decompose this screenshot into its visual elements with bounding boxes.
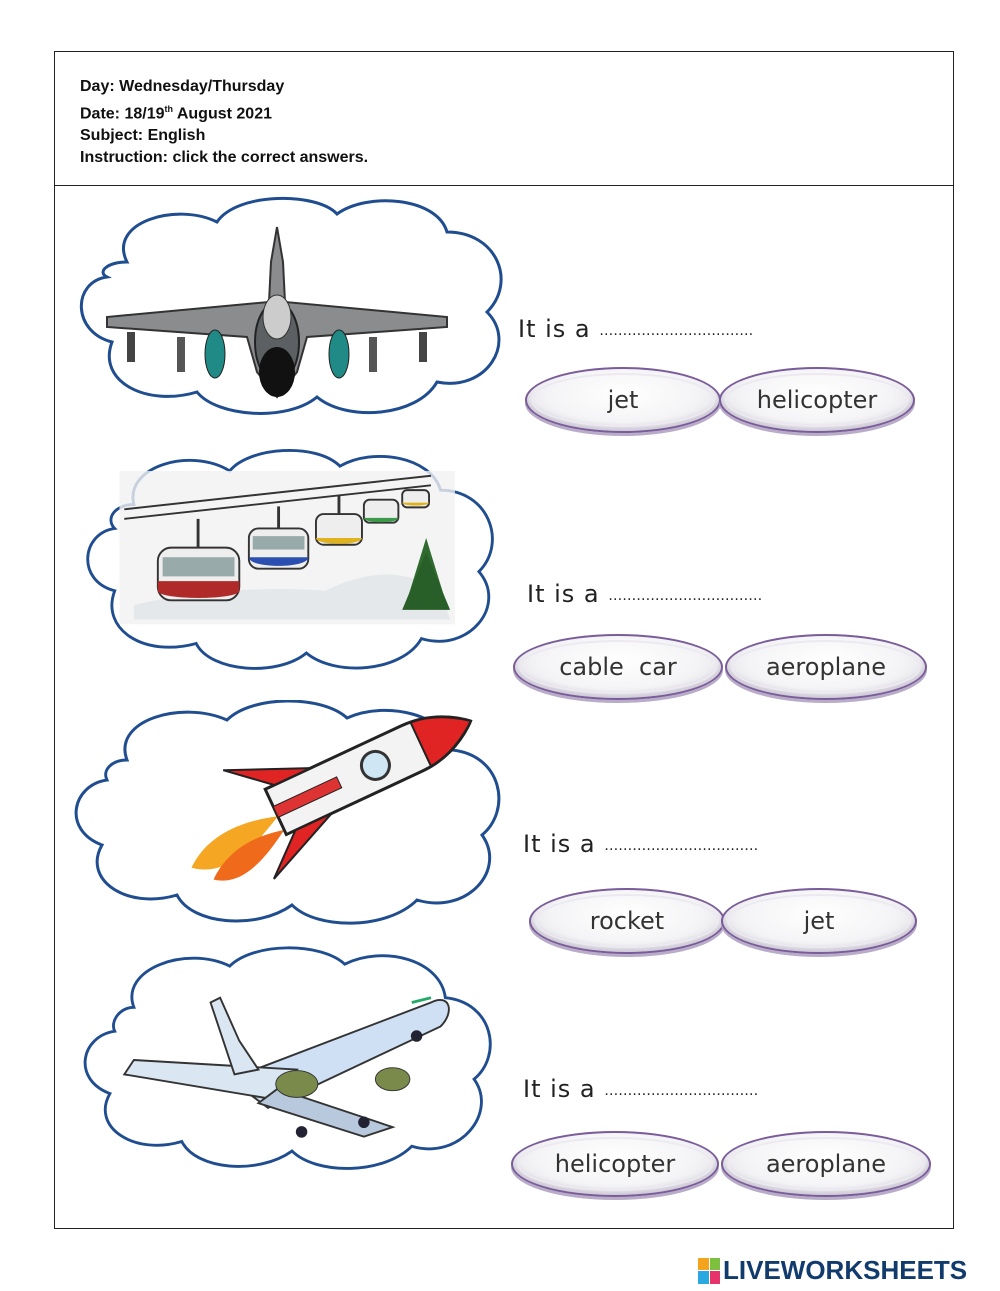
worksheet: Day: Wednesday/Thursday Date: 18/19th Au… [54, 51, 954, 1229]
option-cable-car-button[interactable]: cable car [513, 634, 723, 700]
option-rocket-button[interactable]: rocket [529, 888, 725, 954]
cloud-rocket-image [74, 700, 501, 925]
prompt-1: It is a …………………………… [518, 315, 754, 343]
option-aeroplane-button-2[interactable]: aeroplane [721, 1131, 931, 1197]
cloud-aeroplane-image [83, 946, 492, 1170]
brand-name: LIVEWORKSHEETS [723, 1255, 968, 1285]
cloud-fighter-jet-image [79, 196, 503, 415]
question-4: It is a …………………………… helicopter aeroplane [55, 945, 953, 1197]
prompt-2: It is a …………………………… [527, 580, 763, 608]
option-helicopter-button[interactable]: helicopter [719, 367, 915, 433]
worksheet-header: Day: Wednesday/Thursday Date: 18/19th Au… [55, 52, 953, 186]
question-1: It is a …………………………… jet helicopter [55, 192, 953, 433]
option-jet-button[interactable]: jet [525, 367, 721, 433]
day-line: Day: Wednesday/Thursday [80, 78, 285, 95]
option-aeroplane-button[interactable]: aeroplane [725, 634, 927, 700]
cloud-cable-car-image [86, 449, 494, 670]
option-jet-button-2[interactable]: jet [721, 888, 917, 954]
option-helicopter-button-2[interactable]: helicopter [511, 1131, 719, 1197]
prompt-4: It is a …………………………… [523, 1075, 759, 1103]
subject-line: Subject: English [80, 127, 206, 145]
question-3: It is a …………………………… rocket jet [55, 700, 953, 954]
instruction-line: Instruction: click the correct answers. [80, 149, 369, 167]
liveworksheets-logo[interactable]: LIVEWORKSHEETS [698, 1255, 967, 1286]
question-2: It is a …………………………… cable car aeroplane [55, 447, 953, 700]
date-line: Date: 18/19th August 2021 [80, 104, 272, 123]
prompt-3: It is a …………………………… [523, 830, 759, 858]
header-info: Day: Wednesday/Thursday Date: 18/19th Au… [80, 76, 368, 169]
brand-icon [698, 1257, 720, 1284]
